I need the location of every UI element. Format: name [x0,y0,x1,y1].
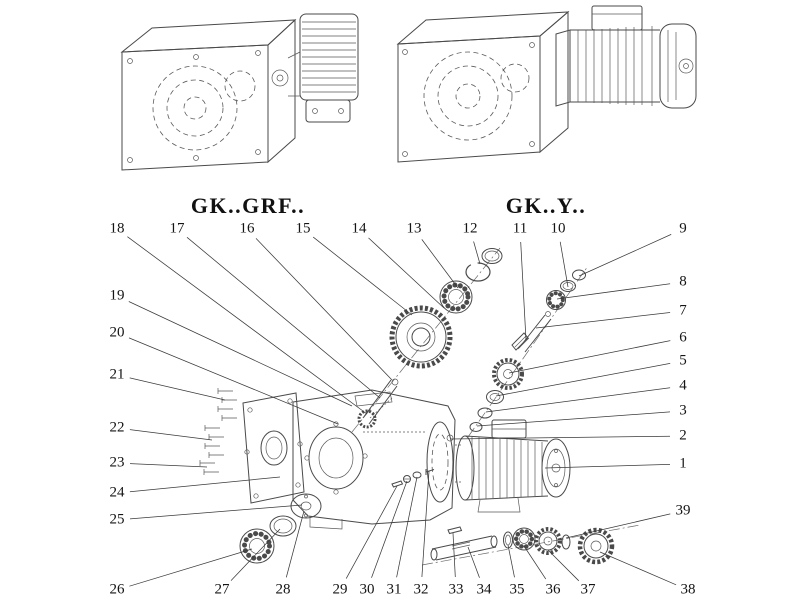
leader-line-25 [129,504,303,520]
model-label-gk-grf: GK..GRF.. [190,193,306,218]
callout-10: 10 [550,220,566,237]
leader-line-24 [129,476,281,493]
exploded-view-drawing [199,247,641,566]
gearbox-grf-drawing [120,13,359,171]
input-stack-axis [351,247,501,433]
callout-17: 17 [169,220,185,237]
leader-line-4 [485,387,671,413]
leader-line-15 [312,236,413,316]
callout-35: 35 [509,581,525,598]
leader-lines-layer [127,234,677,587]
leader-line-16 [255,238,393,381]
leader-line-19 [128,301,353,407]
leader-line-26 [129,548,253,587]
callout-14: 14 [351,220,367,237]
callout-11: 11 [512,220,528,237]
leader-line-21 [129,377,226,401]
leader-line-39 [565,513,671,539]
callout-23: 23 [109,454,125,471]
leader-line-31 [396,476,418,578]
callout-5: 5 [679,352,687,369]
callout-26: 26 [109,581,125,598]
callout-18: 18 [109,220,125,237]
leader-line-2 [450,435,671,440]
callout-16: 16 [239,220,255,237]
electric-motor [455,419,571,513]
small-hardware [391,469,435,488]
leader-line-12 [473,241,481,265]
callout-19: 19 [109,287,125,304]
callout-25: 25 [109,511,125,528]
callout-1: 1 [679,455,687,472]
model-label-gk-y: GK..Y.. [505,193,587,218]
callout-12: 12 [462,220,478,237]
leader-line-34 [467,546,480,578]
leader-line-7 [535,312,671,329]
leader-line-17 [186,237,381,399]
leader-line-20 [128,337,339,425]
callout-30: 30 [359,581,375,598]
callout-34: 34 [476,581,492,598]
callout-4: 4 [679,377,687,394]
callout-37: 37 [580,581,596,598]
callout-24: 24 [109,484,125,501]
callout-32: 32 [413,581,429,598]
leader-line-1 [544,464,671,469]
leader-line-35 [507,544,515,578]
callout-15: 15 [295,220,311,237]
leader-line-9 [578,234,672,277]
mounting-flange [242,392,305,504]
callout-21: 21 [109,366,125,383]
bevel-pinion-stack [469,269,586,432]
leader-line-3 [476,411,671,427]
callout-8: 8 [679,273,687,290]
callout-33: 33 [448,581,464,598]
leader-line-36 [523,545,547,580]
leader-line-5 [495,363,671,397]
callout-29: 29 [332,581,348,598]
callout-22: 22 [109,419,125,436]
leader-line-29 [345,485,398,579]
leader-line-6 [508,340,671,374]
gear-housing [292,389,462,530]
callout-39: 39 [675,502,691,519]
leader-line-38 [599,551,677,586]
leader-line-11 [520,241,527,341]
leader-line-18 [127,236,368,415]
callout-28: 28 [275,581,291,598]
callout-2: 2 [679,427,687,444]
output-bearing-and-cover [239,493,322,564]
callout-7: 7 [679,302,687,319]
callout-3: 3 [679,402,687,419]
callout-20: 20 [109,324,125,341]
callout-13: 13 [406,220,422,237]
leader-line-30 [371,480,408,578]
callout-31: 31 [386,581,402,598]
leader-line-33 [452,532,456,578]
callout-6: 6 [679,329,687,346]
leader-line-10 [559,241,569,288]
input-shaft-stack [357,248,503,429]
output-shaft-assembly [430,526,615,565]
leader-line-28 [285,510,305,578]
leader-line-8 [556,283,671,300]
callout-36: 36 [545,581,561,598]
leader-line-22 [129,429,213,441]
leader-line-14 [368,237,445,309]
leader-line-23 [129,463,208,468]
callout-9: 9 [679,220,687,237]
leader-line-37 [547,549,580,582]
leader-line-32 [421,470,430,578]
callout-38: 38 [680,581,696,598]
leader-line-13 [421,239,459,289]
callout-27: 27 [214,581,230,598]
leader-line-27 [230,528,281,581]
gearbox-y-drawing [396,5,697,163]
housing-bolts [199,388,237,475]
